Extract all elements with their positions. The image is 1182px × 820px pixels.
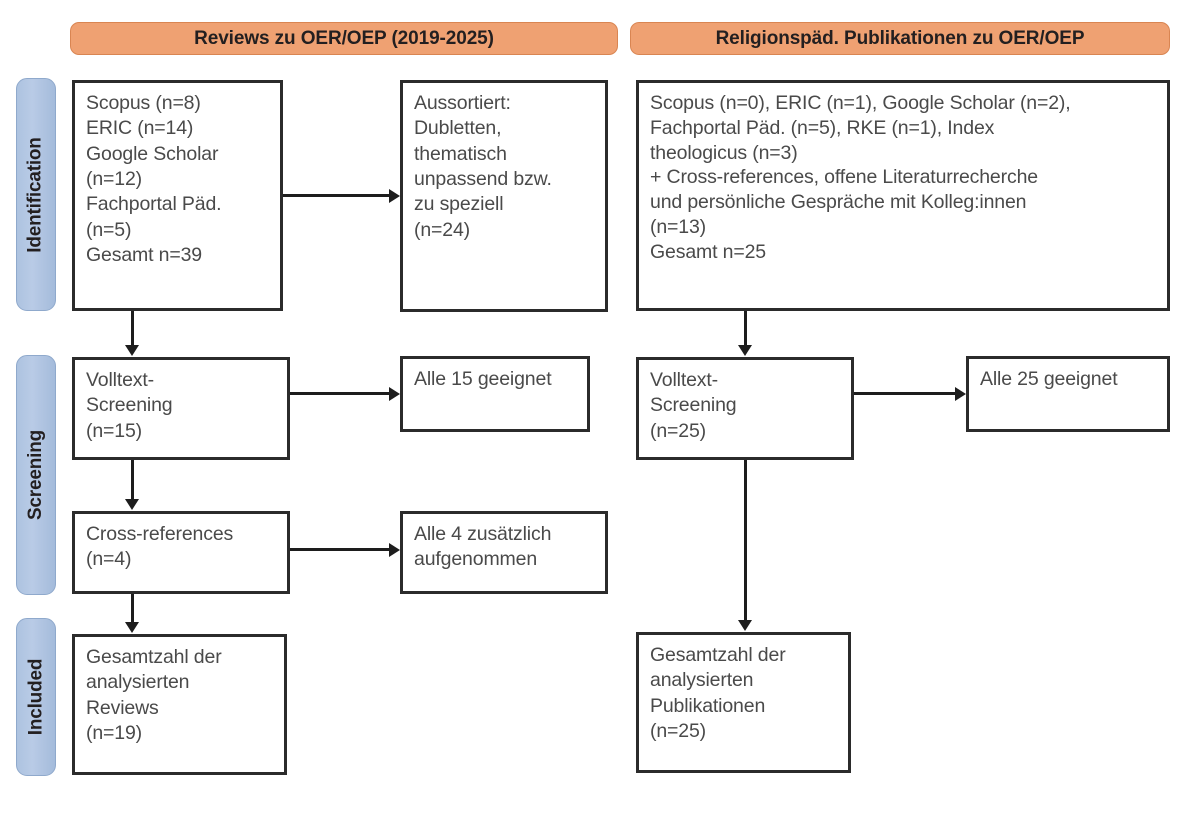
connector-right-fulltext-to-result <box>854 392 955 395</box>
right-included-line-2: analysierten <box>650 669 754 692</box>
arrowhead-left-sources-to-fulltext <box>125 345 139 356</box>
right-fulltext-line-1: Volltext- <box>650 369 719 391</box>
box-left-included: Gesamtzahl der analysierten Reviews (n=1… <box>72 634 287 775</box>
column-header-right: Religionspäd. Publikationen zu OER/OEP <box>630 22 1170 55</box>
left-fulltext-result-text: Alle 15 geeignet <box>414 368 552 390</box>
left-sources-line-4: (n=12) <box>86 168 143 191</box>
arrowhead-right-fulltext-to-included <box>738 620 752 631</box>
left-sources-line-5: Fachportal Päd. <box>86 193 222 216</box>
stage-label-included-text: Included <box>25 658 47 736</box>
right-sources-line-6: (n=13) <box>650 215 707 238</box>
stage-label-screening: Screening <box>16 355 56 595</box>
right-sources-line-5: und persönliche Gespräche mit Kolleg:inn… <box>650 191 1027 213</box>
box-left-crossreferences-result: Alle 4 zusätzlich aufgenommen <box>400 511 608 594</box>
box-left-fulltext-screening: Volltext- Screening (n=15) <box>72 357 290 460</box>
box-right-fulltext-screening: Volltext- Screening (n=25) <box>636 357 854 460</box>
left-excluded-line-6: (n=24) <box>414 218 471 241</box>
connector-left-sources-to-excluded <box>283 194 389 197</box>
arrowhead-left-fulltext-to-crossrefs <box>125 499 139 510</box>
left-excluded-line-2: Dubletten, <box>414 117 502 140</box>
box-left-crossreferences: Cross-references (n=4) <box>72 511 290 594</box>
box-left-sources: Scopus (n=8) ERIC (n=14) Google Scholar … <box>72 80 283 311</box>
connector-left-sources-to-fulltext <box>131 311 134 346</box>
stage-label-identification: Identification <box>16 78 56 311</box>
left-excluded-line-1: Aussortiert: <box>414 92 511 114</box>
connector-left-fulltext-to-crossrefs <box>131 460 134 500</box>
arrowhead-right-fulltext-to-result <box>955 387 966 401</box>
connector-left-fulltext-to-result <box>290 392 389 395</box>
left-sources-line-2: ERIC (n=14) <box>86 117 194 140</box>
connector-right-fulltext-to-included <box>744 460 747 621</box>
arrowhead-left-fulltext-to-result <box>389 387 400 401</box>
right-included-line-3: Publikationen <box>650 694 766 717</box>
left-fulltext-line-3: (n=15) <box>86 419 143 442</box>
box-left-excluded: Aussortiert: Dubletten, thematisch unpas… <box>400 80 608 312</box>
right-sources-line-4: + Cross-references, offene Literaturrech… <box>650 166 1038 189</box>
box-right-included: Gesamtzahl der analysierten Publikatione… <box>636 632 851 773</box>
left-sources-line-7: Gesamt n=39 <box>86 244 202 267</box>
left-included-line-2: analysierten <box>86 671 190 694</box>
right-sources-line-1: Scopus (n=0), ERIC (n=1), Google Scholar… <box>650 92 1071 114</box>
left-crossrefs-result-line-1: Alle 4 zusätzlich <box>414 523 552 545</box>
left-included-line-1: Gesamtzahl der <box>86 646 222 668</box>
arrowhead-left-crossrefs-to-result <box>389 543 400 557</box>
left-excluded-line-4: unpassend bzw. <box>414 168 552 191</box>
left-fulltext-line-2: Screening <box>86 394 173 417</box>
arrowhead-left-sources-to-excluded <box>389 189 400 203</box>
box-left-fulltext-result: Alle 15 geeignet <box>400 356 590 432</box>
right-fulltext-line-3: (n=25) <box>650 419 707 442</box>
column-header-left-label: Reviews zu OER/OEP (2019-2025) <box>194 28 494 49</box>
stage-label-identification-text: Identification <box>25 136 47 253</box>
left-fulltext-line-1: Volltext- <box>86 369 155 391</box>
left-sources-line-6: (n=5) <box>86 218 132 241</box>
column-header-right-label: Religionspäd. Publikationen zu OER/OEP <box>715 28 1085 49</box>
left-crossrefs-line-1: Cross-references <box>86 523 234 545</box>
left-crossrefs-result-line-2: aufgenommen <box>414 548 538 571</box>
right-fulltext-line-2: Screening <box>650 394 737 417</box>
column-header-left: Reviews zu OER/OEP (2019-2025) <box>70 22 618 55</box>
box-right-sources: Scopus (n=0), ERIC (n=1), Google Scholar… <box>636 80 1170 311</box>
stage-label-included: Included <box>16 618 56 776</box>
left-sources-line-1: Scopus (n=8) <box>86 92 201 114</box>
right-sources-line-3: theologicus (n=3) <box>650 141 798 164</box>
left-included-line-3: Reviews <box>86 696 159 719</box>
connector-right-sources-to-fulltext <box>744 311 747 346</box>
left-crossrefs-line-2: (n=4) <box>86 548 132 571</box>
box-right-fulltext-result: Alle 25 geeignet <box>966 356 1170 432</box>
left-excluded-line-5: zu speziell <box>414 193 504 216</box>
right-sources-line-2: Fachportal Päd. (n=5), RKE (n=1), Index <box>650 116 995 139</box>
left-included-line-4: (n=19) <box>86 722 143 745</box>
arrowhead-left-crossrefs-to-included <box>125 622 139 633</box>
stage-label-screening-text: Screening <box>25 429 47 521</box>
left-excluded-line-3: thematisch <box>414 142 507 165</box>
right-included-line-4: (n=25) <box>650 720 707 743</box>
connector-left-crossrefs-to-included <box>131 594 134 623</box>
connector-left-crossrefs-to-result <box>290 548 389 551</box>
arrowhead-right-sources-to-fulltext <box>738 345 752 356</box>
right-fulltext-result-text: Alle 25 geeignet <box>980 368 1118 390</box>
right-included-line-1: Gesamtzahl der <box>650 644 786 666</box>
left-sources-line-3: Google Scholar <box>86 142 219 165</box>
right-sources-line-7: Gesamt n=25 <box>650 240 766 263</box>
